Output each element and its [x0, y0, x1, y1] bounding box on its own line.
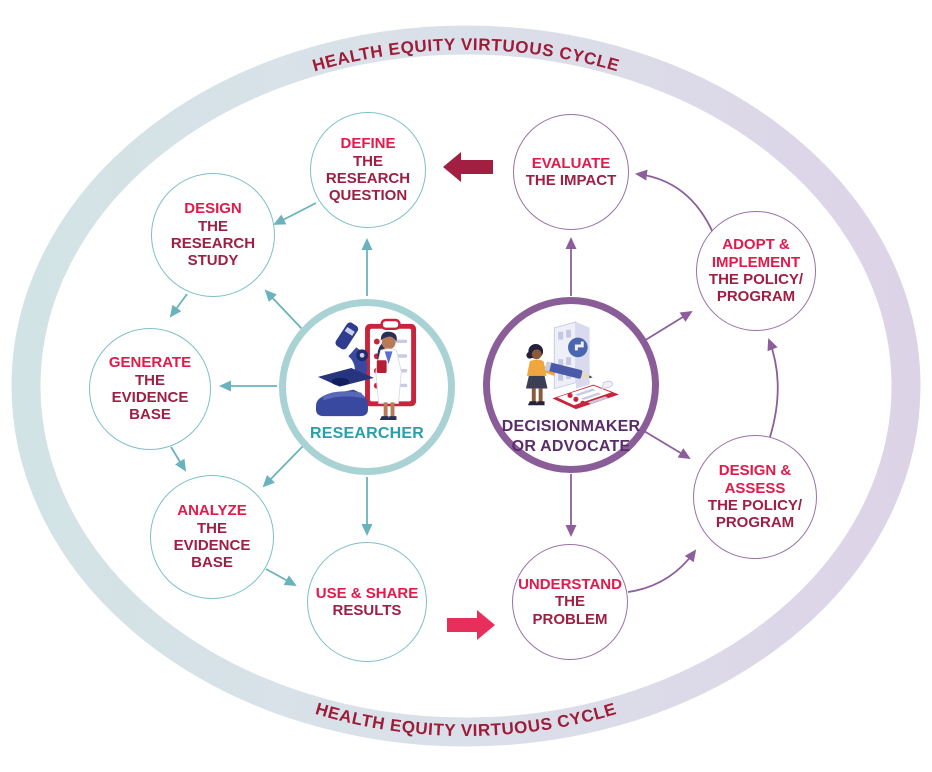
checklist-icon	[552, 380, 620, 410]
advocate-figure	[525, 343, 593, 406]
arrow-generate-to-analyze	[170, 446, 187, 472]
flow-arrow-useshare-to-understand	[447, 610, 495, 640]
researcher-illustration	[315, 318, 417, 421]
node-adopt-rest: THE POLICY/ PROGRAM	[708, 271, 804, 306]
node-evaluate-rest: THE IMPACT	[525, 172, 617, 189]
node-understand-highlight: UNDERSTAND	[518, 575, 622, 593]
arrow-understand-to-designassess	[627, 549, 697, 593]
decisionmaker-cycle-arrows	[565, 169, 779, 593]
flow-arrow-evaluate-to-define	[443, 152, 493, 182]
node-define: DEFINE THE RESEARCH QUESTION	[310, 112, 426, 228]
node-evaluate: EVALUATE THE IMPACT	[513, 114, 629, 230]
arrow-design-to-generate	[169, 293, 188, 318]
node-design-highlight: DESIGN	[184, 200, 242, 218]
researcher-figure	[375, 331, 402, 421]
node-understand: UNDERSTAND THE PROBLEM	[512, 544, 628, 660]
cycle-ring	[11, 25, 921, 747]
arrow-adopt-to-evaluate	[635, 169, 715, 236]
node-adopt-highlight: ADOPT & IMPLEMENT	[711, 236, 801, 271]
arrow-researcher-to-design	[264, 289, 303, 330]
node-generate: GENERATE THE EVIDENCE BASE	[89, 328, 211, 450]
arrow-analyze-to-useshare	[265, 568, 297, 586]
node-understand-rest: THE PROBLEM	[532, 593, 608, 628]
hub-decisionmaker: DECISIONMAKER OR ADVOCATE	[483, 297, 659, 473]
node-analyze-rest: THE EVIDENCE BASE	[173, 519, 251, 572]
hub-researcher: RESEARCHER	[279, 299, 455, 475]
arrow-decisionmaker-to-designassess	[638, 427, 691, 460]
arrow-researcher-to-analyze	[262, 445, 304, 488]
node-design: DESIGN THE RESEARCH STUDY	[151, 173, 275, 297]
node-use-share: USE & SHARE RESULTS	[307, 542, 427, 662]
node-design-assess-highlight: DESIGN & ASSESS	[718, 462, 792, 497]
arrow-define-to-design	[273, 202, 317, 225]
node-define-rest: THE RESEARCH QUESTION	[325, 152, 411, 205]
node-design-rest: THE RESEARCH STUDY	[170, 217, 256, 270]
node-analyze: ANALYZE THE EVIDENCE BASE	[150, 475, 274, 599]
node-use-share-rest: RESULTS	[332, 602, 402, 619]
arrow-decisionmaker-to-adopt	[638, 310, 693, 345]
node-generate-rest: THE EVIDENCE BASE	[111, 371, 189, 424]
decisionmaker-illustration	[525, 321, 620, 410]
hub-researcher-label: RESEARCHER	[309, 425, 424, 442]
pencil-icon	[544, 361, 593, 380]
node-use-share-highlight: USE & SHARE	[315, 584, 419, 602]
node-define-highlight: DEFINE	[340, 135, 396, 153]
arrow-designassess-to-adopt	[767, 338, 779, 438]
researcher-cycle-arrows	[169, 202, 373, 586]
node-design-assess: DESIGN & ASSESS THE POLICY/ PROGRAM	[693, 435, 817, 559]
node-analyze-highlight: ANALYZE	[177, 502, 247, 520]
microscope-icon	[315, 322, 374, 417]
node-design-assess-rest: THE POLICY/ PROGRAM	[707, 497, 803, 532]
building-icon	[553, 321, 590, 390]
hub-decisionmaker-label: DECISIONMAKER OR ADVOCATE	[501, 418, 641, 455]
node-adopt: ADOPT & IMPLEMENT THE POLICY/ PROGRAM	[696, 211, 816, 331]
node-generate-highlight: GENERATE	[108, 354, 192, 372]
node-evaluate-highlight: EVALUATE	[531, 154, 611, 172]
